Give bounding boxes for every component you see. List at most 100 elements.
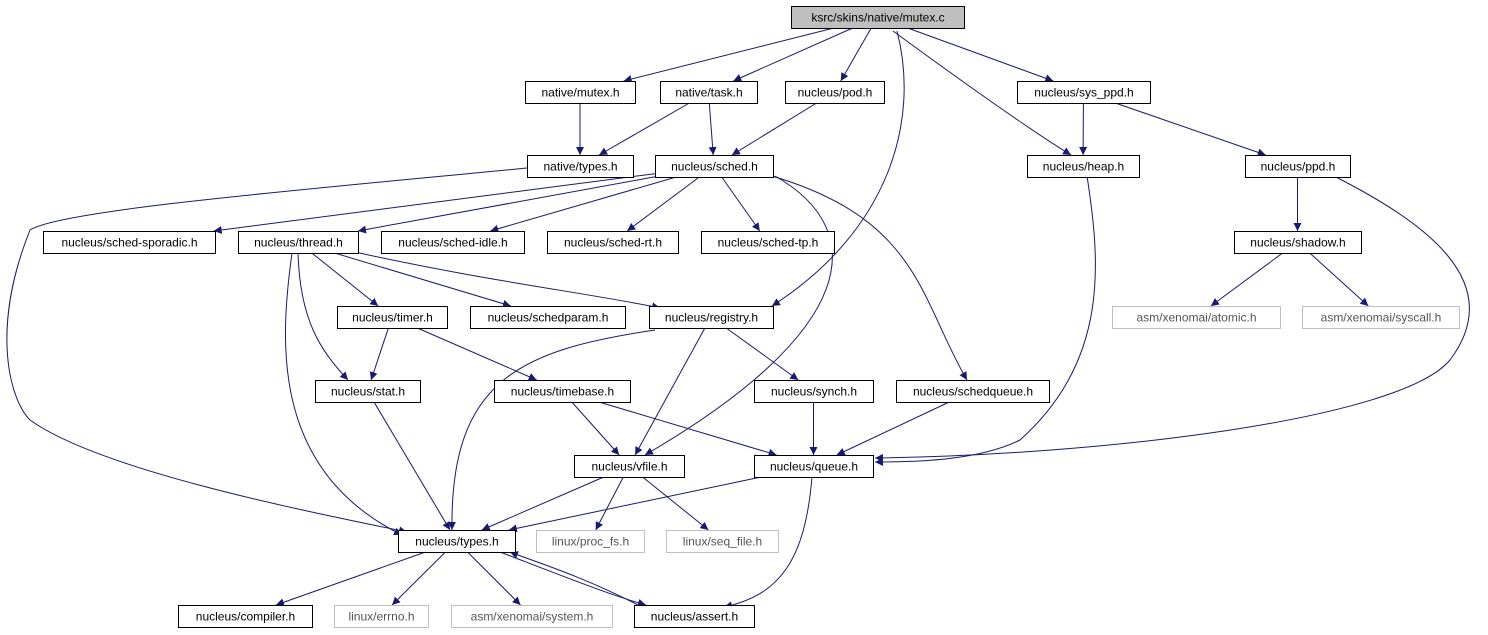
edge-line xyxy=(499,551,647,607)
edge-line xyxy=(571,401,620,456)
node-root[interactable]: ksrc/skins/native/mutex.c xyxy=(791,6,965,29)
node-box xyxy=(634,605,755,628)
edge-line xyxy=(644,175,833,456)
node-label: native/types.h xyxy=(543,160,617,174)
edge-line xyxy=(369,327,389,381)
node-label: linux/proc_fs.h xyxy=(552,535,629,549)
node-sched-rt[interactable]: nucleus/sched-rt.h xyxy=(547,231,679,254)
edge-root-to-native_task xyxy=(733,27,853,82)
edge-line xyxy=(626,176,700,232)
node-box xyxy=(536,530,645,553)
edge-line xyxy=(447,329,656,531)
node-box xyxy=(791,6,965,29)
node-nucleus-ppd[interactable]: nucleus/ppd.h xyxy=(1245,155,1351,178)
node-label: nucleus/thread.h xyxy=(254,236,343,250)
edge-line xyxy=(840,27,872,82)
node-box xyxy=(527,155,634,178)
edge-root-to-native_mutex xyxy=(623,27,835,83)
edge-line xyxy=(836,401,950,456)
edge-nucleus_registry-to-nucleus_vfile xyxy=(634,327,706,456)
edge-line xyxy=(874,175,1470,462)
edge-nucleus_timebase-to-nucleus_queue xyxy=(598,401,777,457)
node-label: nucleus/sched.h xyxy=(671,160,758,174)
edge-line xyxy=(733,27,853,82)
node-asm-system: asm/xenomai/system.h xyxy=(451,605,613,628)
node-linux-seq-file: linux/seq_file.h xyxy=(666,530,779,553)
node-sched-sporadic[interactable]: nucleus/sched-sporadic.h xyxy=(43,231,216,254)
node-box xyxy=(1112,306,1281,329)
edge-nucleus_shadow-to-asm_atomic xyxy=(1210,252,1283,307)
edge-nucleus_queue-to-nucleus_types xyxy=(508,476,762,533)
node-box xyxy=(470,306,626,329)
node-box xyxy=(238,231,359,254)
node-box xyxy=(398,530,516,553)
edge-nucleus_thread-to-nucleus_registry xyxy=(354,251,661,311)
node-nucleus-vfile[interactable]: nucleus/vfile.h xyxy=(574,455,685,478)
node-box xyxy=(178,605,313,628)
node-box xyxy=(315,380,421,403)
node-box xyxy=(655,155,774,178)
edge-line xyxy=(771,175,968,381)
edge-line xyxy=(874,175,1096,466)
node-nucleus-thread[interactable]: nucleus/thread.h xyxy=(238,231,359,254)
node-box xyxy=(1302,306,1460,329)
edge-line xyxy=(892,30,1072,156)
node-label: nucleus/ppd.h xyxy=(1261,160,1336,174)
edge-line xyxy=(275,551,426,607)
edge-nucleus_vfile-to-linux_seq_file xyxy=(642,476,709,531)
node-sched-tp[interactable]: nucleus/sched-tp.h xyxy=(701,231,835,254)
node-label: nucleus/timer.h xyxy=(352,311,433,325)
node-label: linux/errno.h xyxy=(348,610,414,624)
node-nucleus-heap[interactable]: nucleus/heap.h xyxy=(1027,155,1140,178)
edge-line xyxy=(1210,252,1283,307)
node-nucleus-sys-ppd[interactable]: nucleus/sys_ppd.h xyxy=(1017,81,1151,104)
edge-nucleus_sched-to-sched_rt xyxy=(626,176,700,232)
node-label: nucleus/vfile.h xyxy=(591,460,667,474)
node-nucleus-schedqueue[interactable]: nucleus/schedqueue.h xyxy=(896,380,1050,403)
node-nucleus-timebase[interactable]: nucleus/timebase.h xyxy=(494,380,631,403)
edge-nucleus_timer-to-nucleus_timebase xyxy=(417,327,537,381)
edge-line xyxy=(311,252,379,307)
node-nucleus-sched[interactable]: nucleus/sched.h xyxy=(655,155,774,178)
node-sched-idle[interactable]: nucleus/sched-idle.h xyxy=(381,231,525,254)
edges-layer xyxy=(6,27,1470,610)
node-nucleus-registry[interactable]: nucleus/registry.h xyxy=(649,306,774,329)
node-label: nucleus/schedqueue.h xyxy=(913,385,1033,399)
edge-line xyxy=(509,551,639,606)
edge-nucleus_thread-to-nucleus_timer xyxy=(311,252,379,307)
node-native-mutex[interactable]: native/mutex.h xyxy=(525,81,636,104)
node-nucleus-schedparam[interactable]: nucleus/schedparam.h xyxy=(470,306,626,329)
node-native-types[interactable]: native/types.h xyxy=(527,155,634,178)
edge-nucleus_sched-to-nucleus_thread xyxy=(357,176,656,234)
node-nucleus-queue[interactable]: nucleus/queue.h xyxy=(754,455,874,478)
node-nucleus-shadow[interactable]: nucleus/shadow.h xyxy=(1234,231,1362,254)
node-label: nucleus/sched-idle.h xyxy=(398,236,507,250)
edge-nucleus_sys_ppd-to-nucleus_ppd xyxy=(1115,102,1266,157)
edge-nucleus_heap-to-nucleus_queue xyxy=(874,175,1096,466)
node-box xyxy=(381,231,525,254)
edge-nucleus_sched-to-sched_tp xyxy=(721,176,761,232)
edge-nucleus_vfile-to-nucleus_types xyxy=(481,476,604,531)
node-nucleus-assert[interactable]: nucleus/assert.h xyxy=(634,605,755,628)
node-nucleus-timer[interactable]: nucleus/timer.h xyxy=(337,306,448,329)
node-nucleus-types[interactable]: nucleus/types.h xyxy=(398,530,516,553)
edge-line xyxy=(213,173,656,234)
edge-nucleus_assert-to-nucleus_types xyxy=(509,551,639,606)
node-nucleus-compiler[interactable]: nucleus/compiler.h xyxy=(178,605,313,628)
edge-nucleus_vfile-to-linux_proc_fs xyxy=(595,476,624,531)
edge-nucleus_pod-to-nucleus_sched xyxy=(731,102,817,156)
node-nucleus-stat[interactable]: nucleus/stat.h xyxy=(315,380,421,403)
edge-line xyxy=(6,167,528,535)
node-linux-errno: linux/errno.h xyxy=(334,605,429,628)
nodes-layer: ksrc/skins/native/mutex.c native/mutex.h n… xyxy=(43,6,1460,628)
node-box xyxy=(785,81,885,104)
edge-nucleus_registry-to-nucleus_types xyxy=(447,329,656,531)
node-asm-syscall: asm/xenomai/syscall.h xyxy=(1302,306,1460,329)
edge-nucleus_ppd-to-nucleus_queue xyxy=(874,175,1470,462)
node-nucleus-synch[interactable]: nucleus/synch.h xyxy=(754,380,874,403)
node-box xyxy=(1027,155,1140,178)
edge-nucleus_shadow-to-asm_syscall xyxy=(1309,252,1369,307)
node-nucleus-pod[interactable]: nucleus/pod.h xyxy=(785,81,885,104)
node-native-task[interactable]: native/task.h xyxy=(660,81,758,104)
edge-native_task-to-native_types xyxy=(598,102,690,156)
